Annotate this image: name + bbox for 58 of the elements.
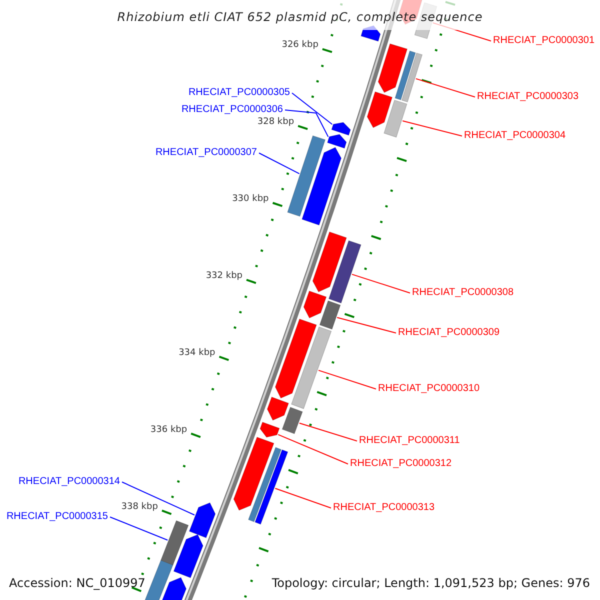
- gene-bar: [287, 135, 326, 217]
- scale-label: 338 kbp: [121, 502, 158, 513]
- gene-label: RHECIAT_PC0000312: [350, 458, 452, 470]
- gene-block: [233, 436, 274, 511]
- leader-line: [402, 120, 462, 136]
- genome-summary: Topology: circular; Length: 1,091,523 bp; Genes: 976: [272, 575, 590, 592]
- gene-block: [274, 318, 317, 398]
- gene-label: RHECIAT_PC0000309: [398, 327, 500, 339]
- gene-label: RHECIAT_PC0000311: [359, 435, 460, 447]
- scale-label: 330 kbp: [232, 194, 269, 205]
- gene-label: RHECIAT_PC0000303: [477, 91, 579, 103]
- leader-line: [336, 317, 396, 334]
- gene-bar: [328, 240, 362, 304]
- gene-block: [266, 396, 289, 421]
- gene-label: RHECIAT_PC0000306: [181, 104, 283, 116]
- scale-label: 328 kbp: [257, 116, 294, 128]
- leader-line: [122, 482, 195, 516]
- gene-block: [378, 43, 408, 93]
- gene-label: RHECIAT_PC0000304: [464, 130, 566, 142]
- leader-line: [278, 434, 348, 464]
- gene-label: RHECIAT_PC0000301: [493, 35, 595, 47]
- gene-block: [188, 502, 216, 538]
- gene-label: RHECIAT_PC0000307: [155, 147, 257, 159]
- leader-line: [318, 370, 376, 390]
- gene-bar: [248, 447, 282, 522]
- accession-text: Accession: NC_010997: [9, 575, 146, 592]
- gene-block: [173, 534, 204, 578]
- gene-block: [331, 122, 351, 136]
- gene-block: [327, 134, 347, 149]
- gene-block: [302, 147, 342, 226]
- gene-bar: [160, 520, 189, 566]
- gene-bar: [401, 52, 423, 102]
- leader-line: [274, 488, 332, 508]
- leader-line: [284, 110, 329, 138]
- gene-bar: [394, 50, 416, 100]
- scale-label: 332 kbp: [206, 270, 242, 282]
- gene-block: [366, 91, 393, 128]
- gene-bar: [319, 300, 341, 330]
- scale-label: 334 kbp: [178, 348, 216, 359]
- leader-line: [352, 274, 410, 294]
- gene-block: [260, 422, 280, 438]
- gene-block: [303, 290, 327, 318]
- gene-bar: [291, 326, 332, 410]
- gene-label: RHECIAT_PC0000315: [6, 511, 108, 523]
- gene-label: RHECIAT_PC0000310: [378, 383, 480, 395]
- gene-bar: [384, 100, 408, 138]
- leader-line: [298, 422, 358, 442]
- leader-line: [415, 78, 476, 98]
- gene-label: RHECIAT_PC0000305: [188, 87, 290, 99]
- gene-bar: [282, 406, 303, 434]
- scale-label: 326 kbp: [282, 40, 318, 52]
- gene-label: RHECIAT_PC0000313: [333, 502, 435, 514]
- gene-label: RHECIAT_PC0000314: [18, 476, 120, 488]
- gene-bar: [254, 449, 288, 525]
- gene-label: RHECIAT_PC0000308: [412, 287, 514, 299]
- scale-label: 336 kbp: [150, 424, 188, 436]
- leader-line: [292, 92, 333, 125]
- gene-block: [312, 232, 347, 292]
